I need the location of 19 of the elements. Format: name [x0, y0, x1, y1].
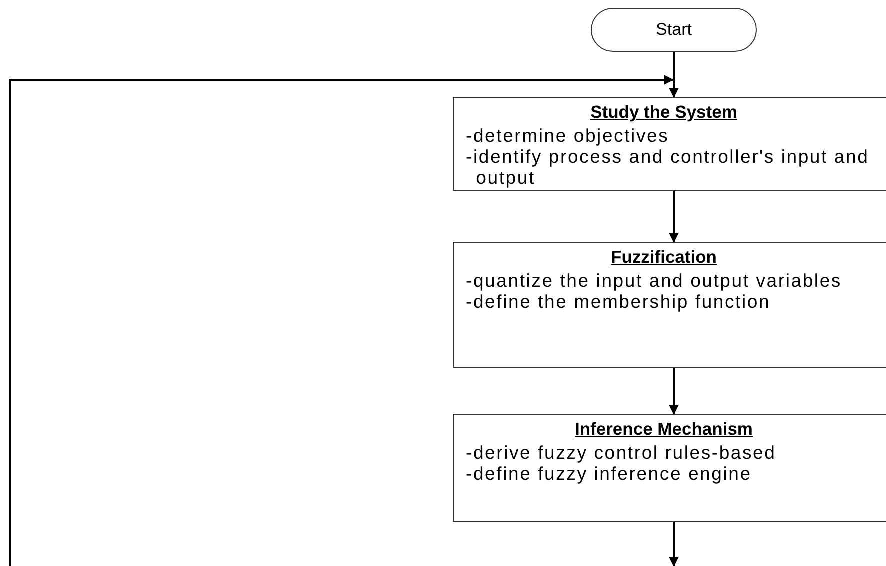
arrow	[669, 522, 679, 566]
step-item: -determine objectives	[466, 125, 670, 146]
step-item: -derive fuzzy control rules-based	[466, 442, 778, 463]
arrow	[669, 191, 679, 243]
process-box	[453, 242, 886, 368]
step-heading: Fuzzification	[610, 247, 718, 268]
step-item: -quantize the input and output variables	[466, 270, 843, 291]
step-heading: Study the System	[590, 102, 738, 123]
terminal-node	[591, 8, 757, 52]
arrow	[9, 75, 674, 566]
process-box	[453, 414, 886, 522]
terminal-label: Start	[656, 20, 692, 40]
step-heading: Inference Mechanism	[574, 419, 754, 440]
step-item: -define fuzzy inference engine	[466, 463, 753, 484]
arrow	[669, 52, 679, 98]
arrow	[669, 368, 679, 415]
step-item: -define the membership function	[466, 291, 772, 312]
process-box	[453, 97, 886, 191]
step-item: -identify process and controller's input and output	[466, 146, 870, 188]
